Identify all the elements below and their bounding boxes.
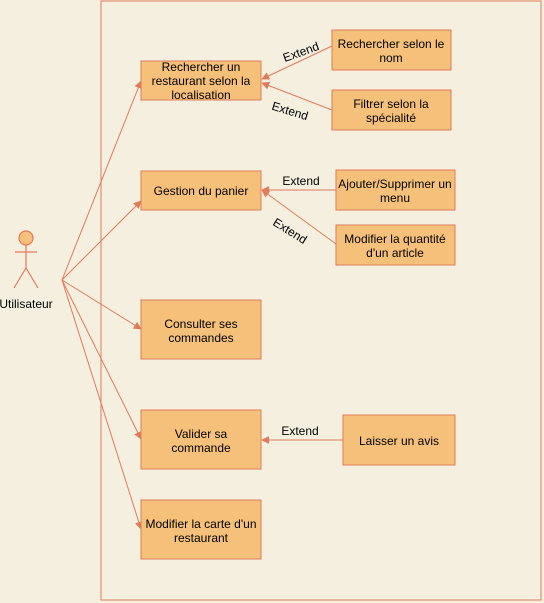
use-case-uc3-line2: commandes (168, 331, 233, 345)
extend-label-ext5: Extend (281, 424, 318, 438)
extend-line-ext4 (261, 189, 337, 245)
association-uc1 (61, 80, 143, 281)
actor-head (18, 230, 34, 246)
extension-box-ext3[interactable]: Ajouter/Supprimer un menu (335, 169, 456, 211)
use-case-uc4-line1: Valider sa (175, 427, 228, 441)
use-case-box-uc2[interactable]: Gestion du panier (140, 170, 262, 211)
association-uc2 (61, 200, 142, 281)
extension-box-ext4[interactable]: Modifier la quantité d'un article (335, 224, 456, 266)
extend-labels: Extend Extend Extend Extend Extend (270, 39, 321, 438)
use-case-box-uc3[interactable]: Consulter ses commandes (140, 299, 262, 360)
extension-ext4-line2: d'un article (366, 246, 424, 260)
extension-ext1-line2: nom (379, 51, 402, 65)
use-case-uc1-line2: restaurant selon la (152, 74, 251, 88)
use-case-uc5-line2: restaurant (174, 531, 229, 545)
use-case-box-uc1[interactable]: Rechercher un restaurant selon la locali… (140, 60, 262, 102)
extend-label-ext2: Extend (270, 99, 310, 123)
extend-line-ext1 (261, 45, 333, 80)
actor-left-leg (13, 267, 27, 289)
actor-label: Utilisateur (0, 297, 53, 311)
extension-box-ext1[interactable]: Rechercher selon le nom (331, 29, 452, 71)
association-uc3 (61, 279, 142, 330)
extension-box-ext5[interactable]: Laisser un avis (342, 414, 456, 466)
extend-line-ext2 (261, 81, 333, 111)
extension-ext5-line1: Laisser un avis (359, 434, 439, 448)
use-case-box-uc4[interactable]: Valider sa commande (140, 409, 262, 470)
use-case-uc1-line1: Rechercher un (162, 60, 241, 74)
extension-ext2-line2: spécialité (366, 111, 416, 125)
extend-label-ext3: Extend (282, 174, 319, 188)
extension-ext4-line1: Modifier la quantité (344, 232, 446, 246)
extend-relations (261, 45, 343, 444)
actor[interactable]: Utilisateur (0, 230, 53, 311)
actor-right-leg (25, 267, 39, 289)
associations (61, 80, 143, 530)
association-uc4 (61, 279, 142, 440)
association-uc5 (61, 279, 143, 530)
use-case-uc1-line3: localisation (171, 88, 230, 102)
system-boundary (100, 0, 542, 601)
extension-box-ext2[interactable]: Filtrer selon la spécialité (331, 89, 452, 131)
use-case-uc4-line2: commande (171, 441, 231, 455)
extension-ext1-line1: Rechercher selon le (338, 37, 445, 51)
use-case-uc2-line1: Gestion du panier (154, 184, 249, 198)
extension-ext2-line1: Filtrer selon la (353, 97, 429, 111)
extension-ext3-line2: menu (380, 191, 410, 205)
extension-ext3-line1: Ajouter/Supprimer un (338, 177, 451, 191)
use-case-uc5-line1: Modifier la carte d'un (145, 517, 256, 531)
use-case-uc3-line1: Consulter ses (164, 317, 237, 331)
use-case-box-uc5[interactable]: Modifier la carte d'un restaurant (140, 499, 262, 560)
